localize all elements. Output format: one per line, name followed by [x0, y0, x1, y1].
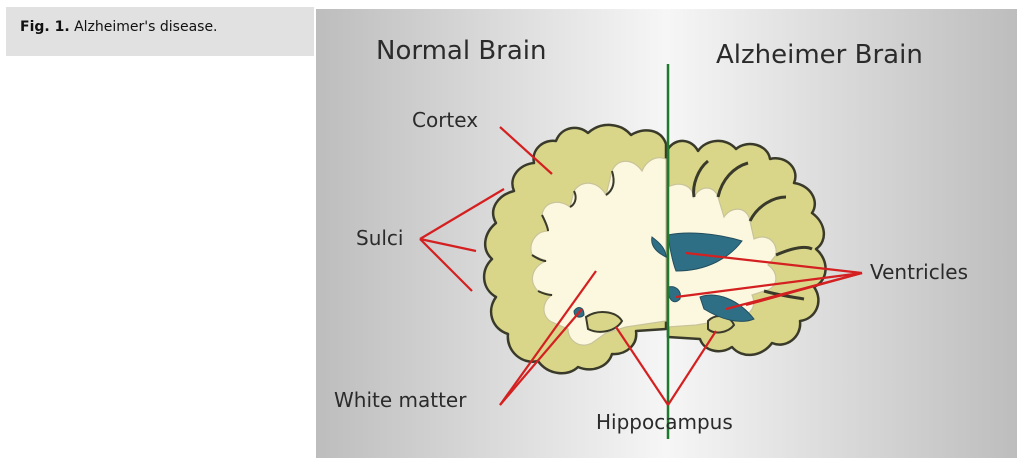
pointer-hippocampus [667, 330, 717, 406]
label-cortex: Cortex [412, 108, 478, 132]
label-hippocampus: Hippocampus [596, 410, 733, 434]
normal-brain-sulcus [569, 190, 577, 208]
alzheimer-brain-ventricle [667, 232, 743, 272]
pointer-ventricles [675, 271, 863, 299]
alzheimer-brain-sulcus [763, 289, 805, 301]
title-alzheimer-brain: Alzheimer Brain [716, 40, 923, 70]
brain-diagram: Normal Brain Alzheimer Brain Cortex Sulc… [316, 9, 1017, 458]
pointer-white-matter [499, 270, 597, 406]
pointer-ventricles [745, 271, 863, 307]
figure-caption: Fig. 1. Alzheimer's disease. [6, 7, 314, 56]
normal-brain-sulcus [537, 290, 553, 296]
alzheimer-brain-sulcus [692, 159, 709, 198]
normal-brain-sulcus [531, 254, 547, 262]
normal-brain-hippocampus [584, 311, 624, 333]
caption-label: Fig. 1. [20, 19, 70, 35]
normal-brain-white-matter [530, 157, 667, 346]
normal-brain-sulcus [605, 170, 615, 196]
pointer-sulci [419, 188, 505, 240]
pointer-sulci [419, 237, 477, 253]
pointer-white-matter [499, 308, 583, 406]
normal-brain-hemisphere [483, 123, 668, 375]
label-white-matter: White matter [334, 388, 467, 412]
alzheimer-brain-sulcus [748, 195, 787, 222]
pointer-sulci [419, 238, 473, 292]
pointer-hippocampus [615, 326, 669, 406]
pointer-ventricles [685, 251, 863, 275]
normal-brain-ventricle [651, 236, 667, 258]
alzheimer-brain-sulcus [775, 245, 813, 257]
alzheimer-brain-hippocampus [707, 315, 736, 334]
brain-diagram-svg: Normal Brain Alzheimer Brain Cortex Sulc… [316, 9, 1017, 458]
label-sulci: Sulci [356, 226, 403, 250]
label-ventricles: Ventricles [870, 260, 968, 284]
alzheimer-brain-sulcus [716, 161, 749, 198]
pointer-lines [419, 126, 863, 406]
normal-brain-sulcus [541, 214, 549, 232]
pointer-cortex [499, 126, 553, 175]
title-normal-brain: Normal Brain [376, 36, 547, 66]
caption-text: Alzheimer's disease. [74, 19, 218, 35]
